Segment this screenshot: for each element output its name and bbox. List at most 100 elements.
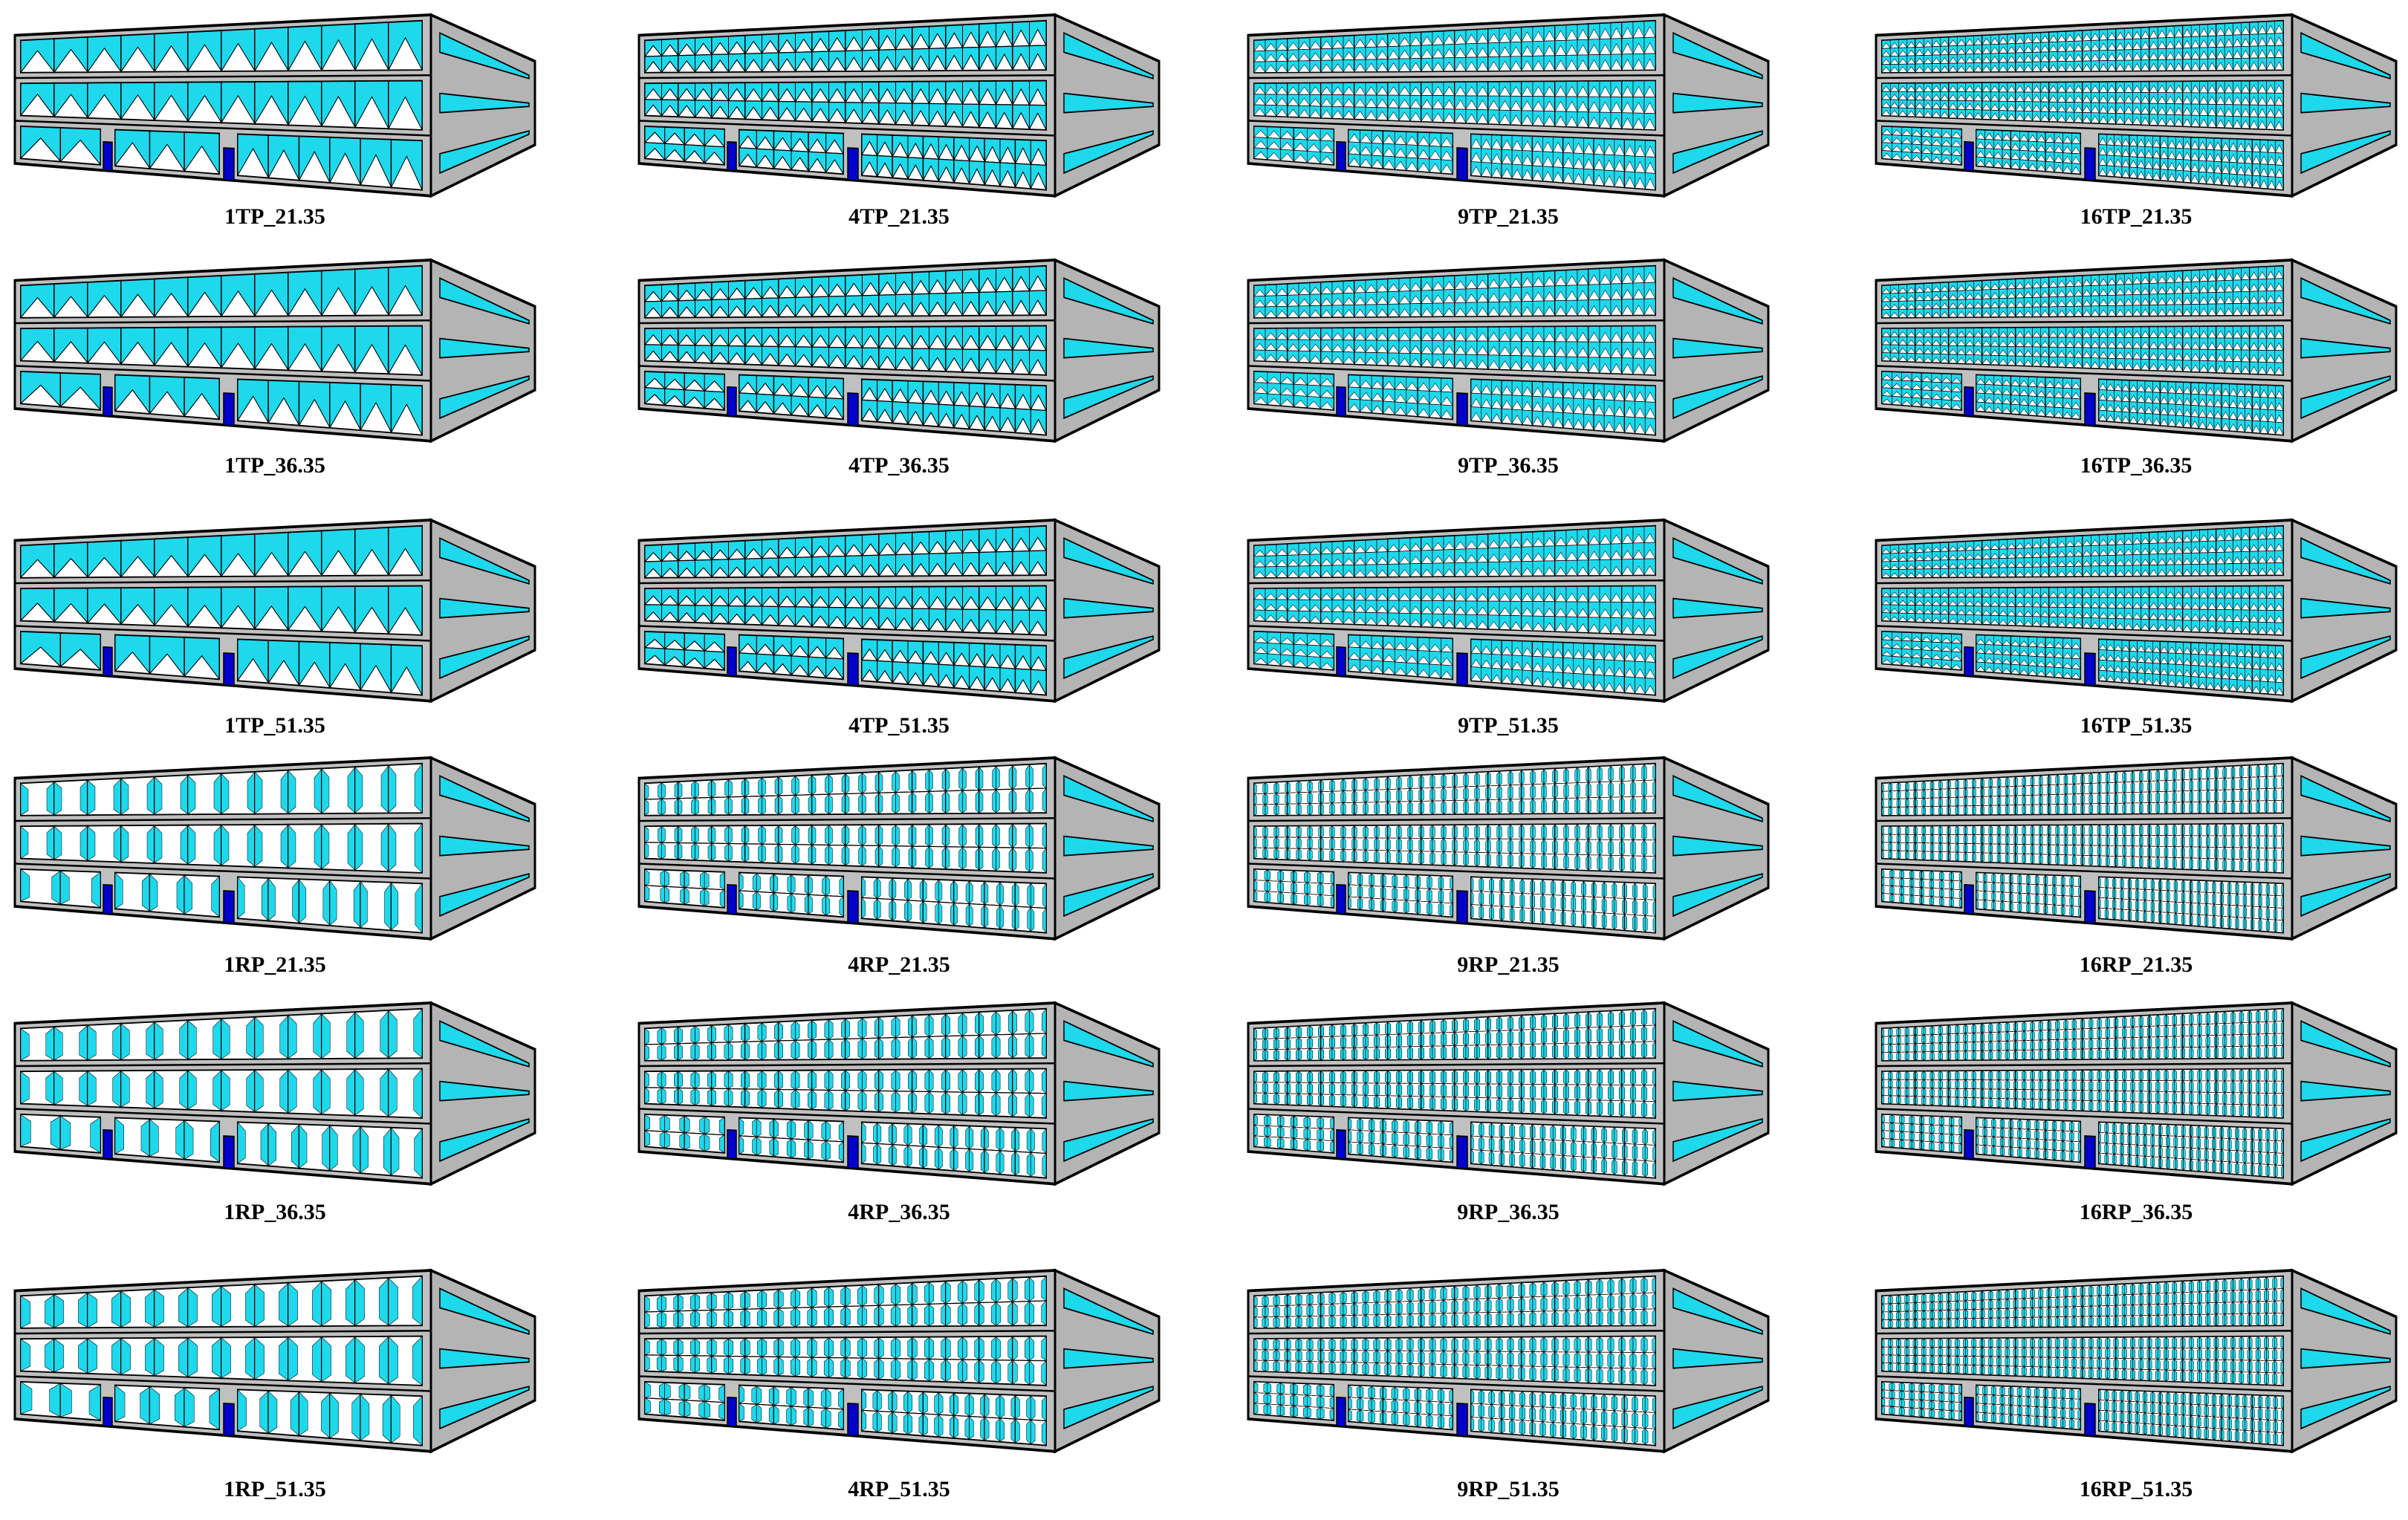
shade-triangle — [1588, 305, 1600, 316]
shade-triangle — [704, 151, 726, 166]
shade-triangle — [1440, 163, 1453, 175]
shade-triangle — [2132, 308, 2142, 316]
shade-triangle — [1881, 66, 1891, 73]
shade-triangle — [2082, 361, 2091, 368]
shade-triangle — [149, 391, 186, 418]
shade-triangle — [995, 53, 1013, 71]
shade-triangle — [1588, 117, 1600, 129]
shade-triangle — [2213, 176, 2222, 186]
shade-triangle — [2166, 62, 2175, 71]
shade-triangle — [2257, 307, 2267, 316]
shade-triangle — [2107, 309, 2117, 316]
shade-triangle — [1603, 421, 1615, 432]
shade-triangle — [2141, 363, 2150, 371]
shade-triangle — [354, 38, 389, 71]
building-panel — [13, 518, 536, 721]
shade-triangle — [1253, 397, 1268, 405]
shade-triangle — [2054, 411, 2064, 418]
floor-line — [638, 365, 1056, 382]
shade-triangle — [2274, 366, 2284, 375]
shade-triangle — [1012, 111, 1031, 130]
shade-triangle — [928, 357, 947, 372]
shade-triangle — [1632, 59, 1645, 71]
shade-triangle — [2082, 309, 2091, 316]
shade-triangle — [1931, 402, 1942, 409]
shade-triangle — [2244, 424, 2253, 433]
shade-triangle — [1331, 110, 1344, 119]
shade-triangle — [961, 619, 981, 634]
shade-triangle — [1481, 166, 1493, 178]
shade-triangle — [1371, 159, 1384, 169]
shade-triangle — [1279, 399, 1295, 407]
shade-triangle — [2221, 177, 2230, 186]
shade-triangle — [777, 58, 796, 72]
shade-triangle — [895, 109, 913, 126]
floor-line — [14, 579, 432, 585]
shade-triangle — [1940, 357, 1950, 363]
side-glass-strip — [439, 337, 530, 359]
shade-triangle — [2174, 62, 2184, 71]
shade-triangle — [2198, 420, 2207, 429]
shade-triangle — [828, 108, 847, 123]
shade-triangle — [2207, 365, 2217, 373]
shade-triangle — [2252, 179, 2261, 189]
shade-triangle — [2199, 62, 2209, 71]
shade-triangle — [1476, 61, 1489, 71]
shade-triangle — [390, 666, 423, 696]
side-glass-strip — [1672, 337, 1763, 359]
shade-triangle — [1406, 161, 1418, 172]
shade-triangle — [1030, 418, 1047, 436]
shade-triangle — [938, 412, 955, 429]
shade-triangle — [1354, 309, 1366, 317]
shade-triangle — [1343, 110, 1355, 120]
shade-triangle — [928, 110, 947, 127]
shade-triangle — [388, 285, 423, 316]
shade-triangle — [1298, 64, 1311, 73]
shade-triangle — [1331, 356, 1344, 364]
shade-triangle — [1898, 110, 1908, 117]
shade-triangle — [253, 605, 290, 631]
shade-triangle — [895, 617, 914, 631]
side-glass-strip — [1063, 92, 1154, 114]
shade-triangle — [1634, 423, 1646, 435]
side-glass-strip — [439, 277, 530, 325]
shade-triangle — [761, 58, 780, 73]
shade-triangle — [1354, 63, 1366, 72]
shade-triangle — [1915, 311, 1924, 318]
shade-triangle — [1923, 357, 1933, 363]
shade-triangle — [895, 302, 914, 316]
shade-triangle — [1985, 406, 1994, 413]
shade-triangle — [2259, 179, 2268, 189]
shade-triangle — [1343, 309, 1355, 317]
shade-triangle — [1387, 308, 1400, 317]
shade-triangle — [1532, 170, 1543, 181]
shade-triangle — [2216, 119, 2225, 129]
shade-triangle — [968, 676, 986, 691]
shade-triangle — [811, 565, 830, 577]
shade-triangle — [995, 358, 1013, 374]
shade-triangle — [220, 605, 256, 630]
shade-triangle — [2274, 61, 2284, 71]
shade-triangle — [320, 550, 357, 577]
side-glass-strip — [2300, 277, 2391, 325]
shade-triangle — [2190, 420, 2199, 429]
shade-triangle — [2207, 119, 2217, 128]
shade-triangle — [828, 354, 847, 368]
shade-triangle — [995, 299, 1013, 316]
floor-line — [1875, 120, 2293, 137]
shade-triangle — [928, 301, 947, 316]
shade-triangle — [694, 612, 713, 624]
shade-triangle — [1267, 397, 1282, 406]
shade-triangle — [19, 340, 56, 363]
shade-triangle — [2090, 309, 2100, 316]
shade-triangle — [1565, 362, 1578, 373]
shade-triangle — [186, 44, 223, 72]
shade-triangle — [2082, 63, 2091, 71]
shade-triangle — [120, 293, 156, 318]
shade-triangle — [844, 108, 863, 124]
shade-triangle — [790, 403, 810, 418]
shade-triangle — [2057, 360, 2067, 368]
shade-triangle — [2057, 114, 2067, 123]
shade-triangle — [267, 659, 300, 686]
shade-triangle — [811, 615, 830, 628]
